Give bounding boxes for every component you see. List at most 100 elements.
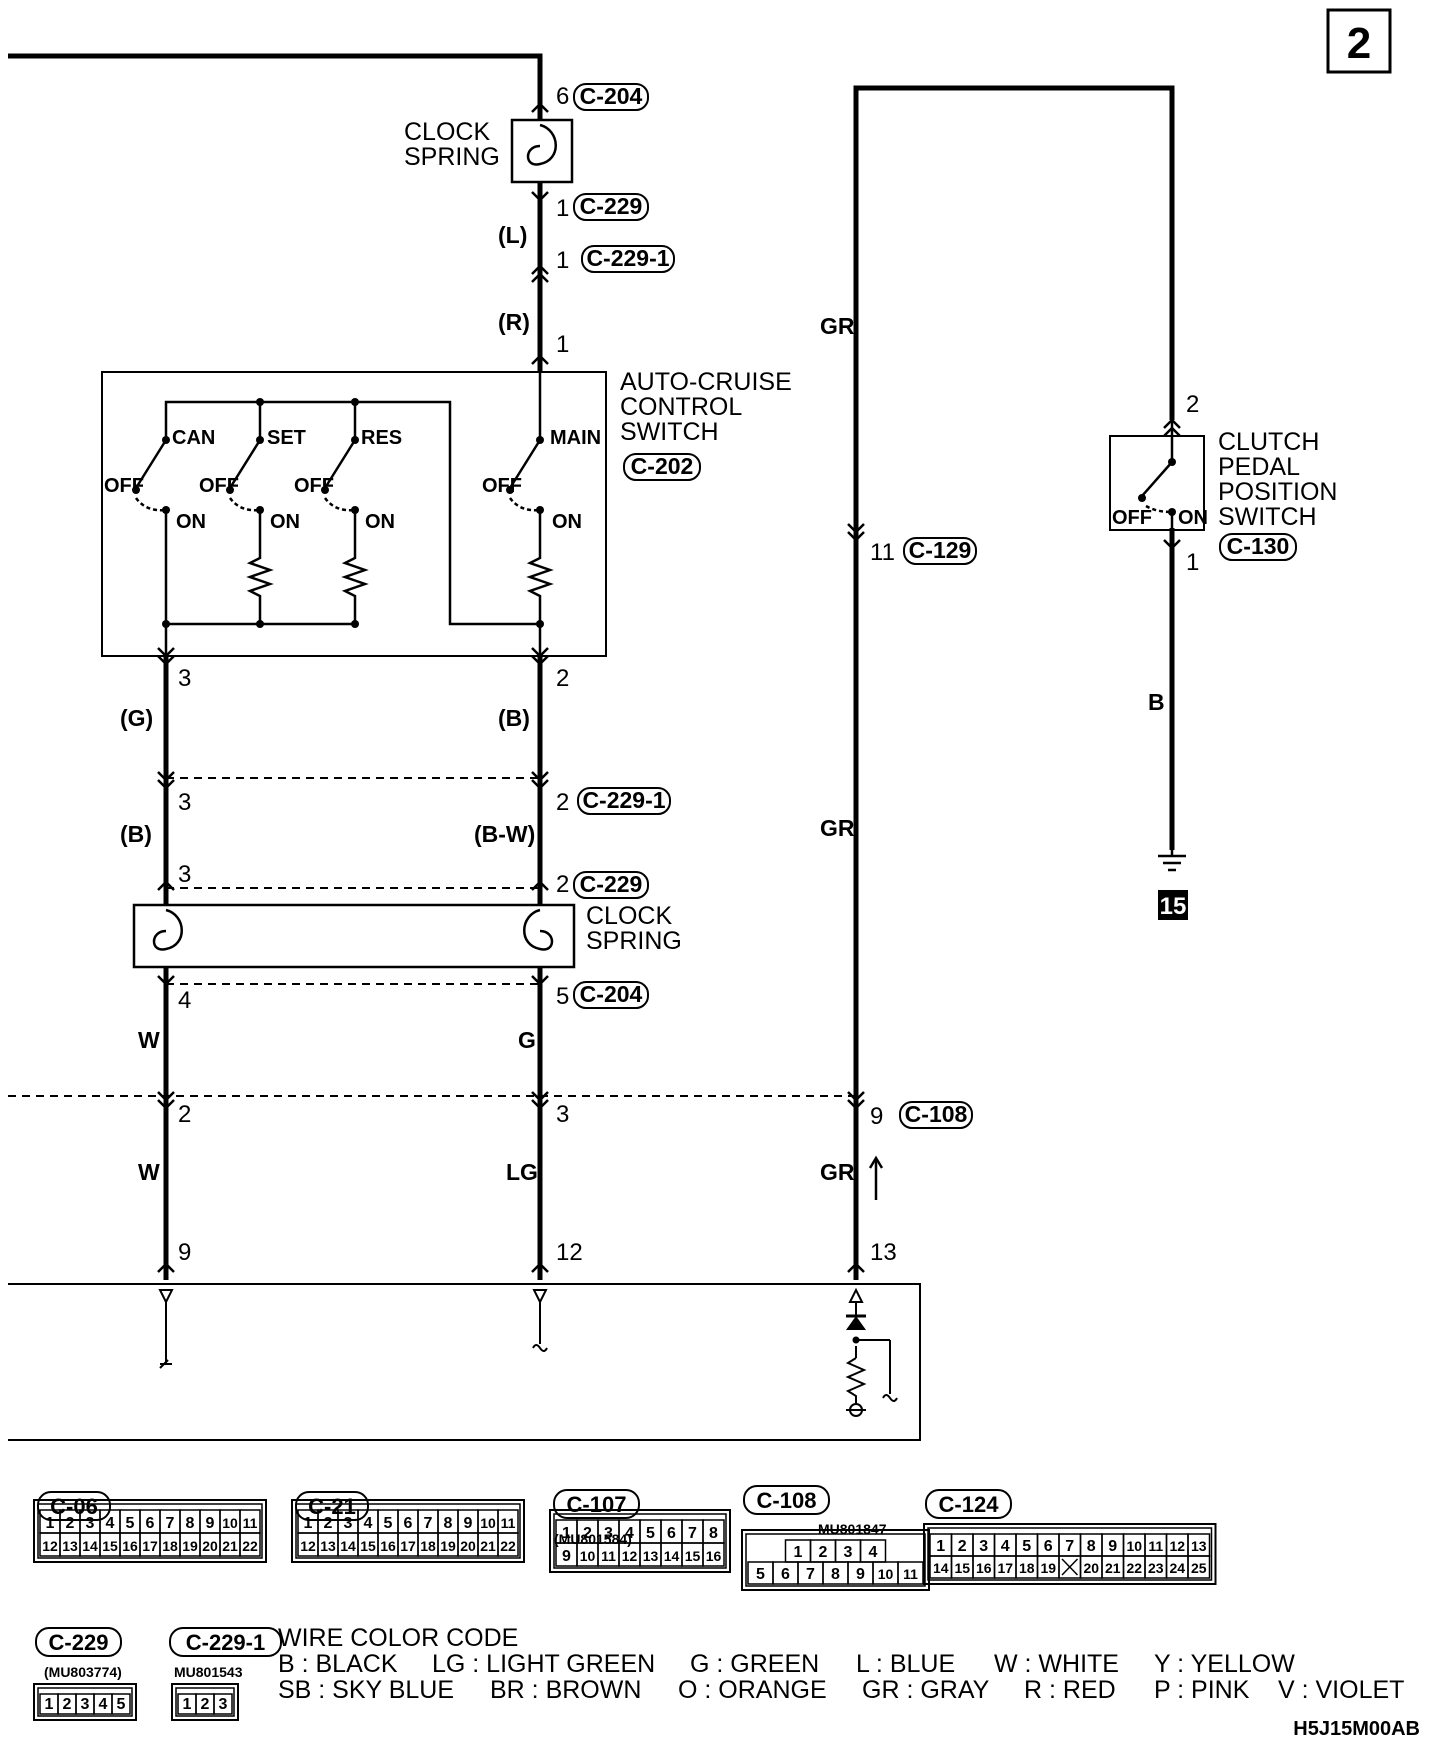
connector-pin-number: 6 bbox=[146, 1515, 155, 1532]
connector-pin-number: 9 bbox=[1108, 1538, 1117, 1555]
arrow-marks-lower bbox=[157, 647, 549, 1273]
connector-pin-number: 13 bbox=[643, 1548, 659, 1564]
svg-text:(R): (R) bbox=[498, 309, 530, 335]
svg-text:2: 2 bbox=[1186, 391, 1199, 418]
svg-text:GR: GR bbox=[820, 313, 855, 339]
svg-text:ON: ON bbox=[176, 511, 206, 533]
connector-pin-number: 8 bbox=[186, 1515, 195, 1532]
connector-pin-cell bbox=[213, 1693, 233, 1715]
main-feed-labels: (L) 1 C-229-1 (R) 1 bbox=[498, 222, 675, 358]
connector-pin-number: 12 bbox=[300, 1538, 316, 1554]
wire-color-code: WIRE COLOR CODE B : BLACK LG : LIGHT GRE… bbox=[278, 1624, 1404, 1704]
svg-text:C-229: C-229 bbox=[580, 871, 643, 897]
svg-text:SWITCH: SWITCH bbox=[620, 418, 719, 446]
svg-text:SWITCH: SWITCH bbox=[1218, 503, 1317, 531]
control-unit-block bbox=[8, 1283, 921, 1441]
svg-text:2: 2 bbox=[556, 665, 569, 692]
svg-text:POSITION: POSITION bbox=[1218, 478, 1337, 506]
connector-pin-number: 19 bbox=[1040, 1560, 1056, 1576]
svg-text:MAIN: MAIN bbox=[550, 427, 601, 449]
svg-text:OFF: OFF bbox=[294, 475, 334, 497]
connector-pin-number: 5 bbox=[126, 1515, 135, 1532]
connector-pin-number: 18 bbox=[162, 1538, 178, 1554]
connector-pin-number: 2 bbox=[958, 1538, 967, 1555]
connector-pin-number: 8 bbox=[444, 1515, 453, 1532]
connector-pin-number: 8 bbox=[709, 1525, 718, 1542]
connector-pin-number: 21 bbox=[1105, 1560, 1121, 1576]
svg-text:BR : BROWN: BR : BROWN bbox=[490, 1676, 641, 1704]
svg-text:OFF: OFF bbox=[482, 475, 522, 497]
svg-text:C-108: C-108 bbox=[905, 1101, 968, 1127]
svg-text:R : RED: R : RED bbox=[1024, 1676, 1116, 1704]
connector-pin-number: 7 bbox=[806, 1566, 815, 1583]
middle-circuit-labels: 2 (B) 2 C-229-1 (B-W) 2 C-229 5 C-204 G … bbox=[474, 665, 671, 1266]
connector-pin-number: 20 bbox=[202, 1538, 218, 1554]
connector-pin-number: 14 bbox=[933, 1560, 949, 1576]
connector-pin-number: 7 bbox=[424, 1515, 433, 1532]
connector-pin-number: 3 bbox=[604, 1525, 613, 1542]
connector-pin-number: 2 bbox=[66, 1515, 75, 1532]
connector-pin-number: 13 bbox=[1191, 1538, 1207, 1554]
connector-pin-number: 15 bbox=[360, 1538, 376, 1554]
connector-pin-number: 11 bbox=[243, 1515, 258, 1531]
connector-pin-number: 2 bbox=[63, 1696, 72, 1713]
svg-text:W: W bbox=[138, 1159, 160, 1185]
svg-text:OFF: OFF bbox=[1112, 507, 1152, 529]
svg-text:C-229-1: C-229-1 bbox=[586, 245, 669, 271]
connector-pin-number: 3 bbox=[219, 1696, 228, 1713]
connector-pin-number: 4 bbox=[106, 1515, 115, 1532]
connector-pin-number: 7 bbox=[688, 1525, 697, 1542]
svg-text:ON: ON bbox=[270, 511, 300, 533]
connector-pin-number: 1 bbox=[562, 1525, 571, 1542]
connector-pin-number: 3 bbox=[844, 1544, 853, 1561]
svg-text:1: 1 bbox=[556, 247, 569, 274]
svg-text:13: 13 bbox=[870, 1239, 897, 1266]
gr-circuit-arrows bbox=[847, 523, 884, 1273]
svg-text:G : GREEN: G : GREEN bbox=[690, 1650, 819, 1678]
svg-text:B: B bbox=[1148, 689, 1165, 715]
svg-text:3: 3 bbox=[178, 861, 191, 888]
connector-pin-number: 6 bbox=[781, 1566, 790, 1583]
connector-pin-number: 22 bbox=[1126, 1560, 1142, 1576]
connector-pin-number: 19 bbox=[440, 1538, 456, 1554]
svg-text:9: 9 bbox=[870, 1103, 883, 1130]
connector-pin-number: 8 bbox=[831, 1566, 840, 1583]
connector-name: C-108 bbox=[757, 1488, 817, 1513]
svg-text:C-204: C-204 bbox=[580, 83, 643, 109]
connector-name: C-229-1 bbox=[186, 1630, 265, 1655]
svg-text:CLOCK: CLOCK bbox=[404, 118, 490, 146]
svg-text:G: G bbox=[518, 1027, 536, 1053]
connector-pin-number: 24 bbox=[1169, 1560, 1185, 1576]
svg-text:V : VIOLET: V : VIOLET bbox=[1278, 1676, 1404, 1704]
connector-pin-number: 18 bbox=[1019, 1560, 1035, 1576]
connector-pin-number: 1 bbox=[304, 1515, 313, 1532]
svg-text:(G): (G) bbox=[120, 705, 153, 731]
connector-pin-number: 5 bbox=[646, 1525, 655, 1542]
svg-text:C-229: C-229 bbox=[580, 193, 643, 219]
connector-pin-number: 12 bbox=[1169, 1538, 1185, 1554]
left-circuit-labels: 3 (G) 3 (B) 3 4 W 2 W 9 bbox=[120, 665, 191, 1266]
svg-text:SPRING: SPRING bbox=[404, 143, 500, 171]
svg-text:12: 12 bbox=[556, 1239, 583, 1266]
svg-text:GR: GR bbox=[820, 1159, 855, 1185]
svg-text:3: 3 bbox=[178, 665, 191, 692]
connector-pin-number: 1 bbox=[46, 1515, 55, 1532]
svg-text:(B-W): (B-W) bbox=[474, 821, 535, 847]
connector-part-number: MU801543 bbox=[174, 1664, 243, 1680]
connector-pin-number: 16 bbox=[976, 1560, 992, 1576]
connector-pin-number: 4 bbox=[364, 1515, 373, 1532]
svg-text:OFF: OFF bbox=[199, 475, 239, 497]
svg-text:1: 1 bbox=[556, 195, 569, 222]
connector-pin-number: 3 bbox=[979, 1538, 988, 1555]
connector-pin-number: 1 bbox=[794, 1544, 803, 1561]
connector-pin-number: 10 bbox=[480, 1515, 496, 1531]
connector-pin-number: 3 bbox=[86, 1515, 95, 1532]
svg-text:L : BLUE: L : BLUE bbox=[856, 1650, 955, 1678]
connector-pin-number: 13 bbox=[62, 1538, 78, 1554]
svg-text:B : BLACK: B : BLACK bbox=[278, 1650, 398, 1678]
svg-text:4: 4 bbox=[178, 987, 191, 1014]
svg-text:1: 1 bbox=[1186, 549, 1199, 576]
